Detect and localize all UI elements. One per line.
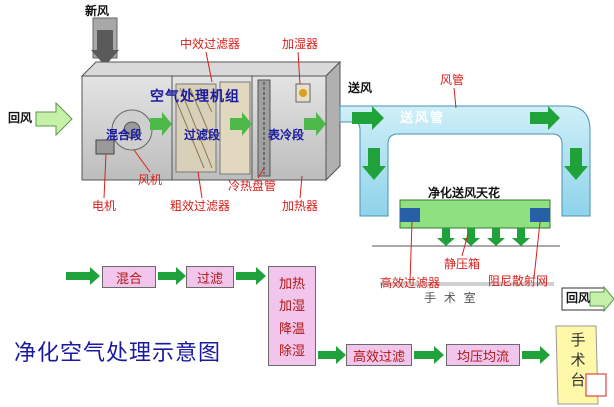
- motor-label: 电机: [92, 199, 117, 213]
- ceiling-label: 净化送风天花: [428, 186, 501, 200]
- heater-label: 加热器: [282, 199, 319, 213]
- ceiling-arrow-2: [462, 228, 480, 246]
- flow-arrow-1: [150, 112, 172, 136]
- return-air-right-arrow: [589, 285, 614, 313]
- unit-name-label: 空气处理机组: [150, 89, 240, 105]
- flow-chart-arrow-4: [318, 346, 346, 364]
- fresh-air-arrow: [91, 30, 119, 66]
- motor-body: [95, 139, 115, 155]
- or-room-stamp: [585, 373, 607, 397]
- fresh-air-label: 新风: [85, 4, 110, 18]
- coarse-filter-label: 粗效过滤器: [170, 199, 231, 213]
- flow-treatment-dehumidify: 除湿: [278, 344, 305, 360]
- flow-room-char-3: 台: [570, 371, 586, 389]
- return-air-left-label: 回风: [8, 111, 33, 125]
- duct-label: 风管: [440, 73, 465, 87]
- flow-treatment-humidify: 加湿: [278, 299, 305, 315]
- flow-room-char-1: 手: [570, 331, 586, 349]
- flow-mix-box: 混合: [102, 266, 156, 288]
- cooling-section-label: 表冷段: [268, 128, 305, 142]
- operating-room-label: 手 术 室: [424, 291, 478, 305]
- flow-treatment-cool: 降温: [278, 321, 305, 337]
- duct-inner-label: 送风管: [400, 111, 446, 126]
- ceiling-arrow-4: [512, 228, 530, 246]
- diagram-title: 净化空气处理示意图: [14, 341, 222, 366]
- flow-equalize-label: 均压均流: [456, 349, 509, 365]
- flow-treatment-heat: 加热: [278, 276, 305, 292]
- flow-arrow-2: [230, 112, 252, 136]
- mixing-section-label: 混合段: [106, 128, 143, 142]
- flow-chart-arrow-6: [522, 346, 550, 364]
- ahu-top: [80, 61, 342, 77]
- flow-chart-arrow-2: [158, 267, 186, 285]
- flow-hepa-label: 高效过滤: [352, 349, 405, 365]
- damping-net-label: 阻尼散射网: [488, 274, 549, 288]
- humidifier-label: 加湿器: [282, 37, 319, 51]
- duct-arrow-1: [352, 106, 384, 130]
- supply-air-label: 送风: [348, 81, 373, 95]
- flow-room-label: 手 术 台: [560, 330, 596, 390]
- flow-filter-label: 过滤: [196, 271, 223, 287]
- filter-section-label: 过滤段: [184, 128, 221, 142]
- duct-arrow-4: [564, 148, 588, 180]
- flow-arrow-3: [304, 112, 326, 136]
- operating-room-floor: [380, 282, 554, 286]
- flow-room-char-2: 术: [570, 351, 586, 369]
- return-air-right-label: 回风: [566, 291, 591, 305]
- supply-duct: [339, 105, 591, 217]
- ahu-side: [325, 60, 341, 182]
- static-box-label: 静压箱: [444, 257, 481, 271]
- fan-label: 风机: [138, 173, 163, 187]
- flow-treatment-box: 加热 加湿 降温 除湿: [268, 266, 316, 366]
- flow-chart-arrow-1: [66, 267, 100, 285]
- flow-chart-arrow-3: [236, 267, 266, 285]
- duct-arrow-2: [530, 106, 560, 130]
- ceiling-arrow-1: [437, 228, 455, 246]
- flow-chart-arrow-5: [414, 346, 444, 364]
- flow-filter-box: 过滤: [186, 266, 234, 288]
- flow-hepa-box: 高效过滤: [346, 344, 412, 366]
- return-air-left-arrow: [35, 101, 73, 137]
- ceiling-arrow-3: [487, 228, 505, 246]
- ceiling-box: [399, 199, 551, 229]
- duct-arrow-3: [362, 148, 386, 180]
- hepa-right: [530, 208, 550, 222]
- flow-mix-label: 混合: [115, 271, 142, 287]
- medium-filter-label: 中效过滤器: [180, 37, 241, 51]
- flow-equalize-box: 均压均流: [446, 344, 520, 366]
- hepa-label: 高效过滤器: [380, 276, 441, 290]
- hepa-left: [400, 208, 420, 222]
- cooling-heating-coil-label: 冷热盘管: [228, 179, 277, 193]
